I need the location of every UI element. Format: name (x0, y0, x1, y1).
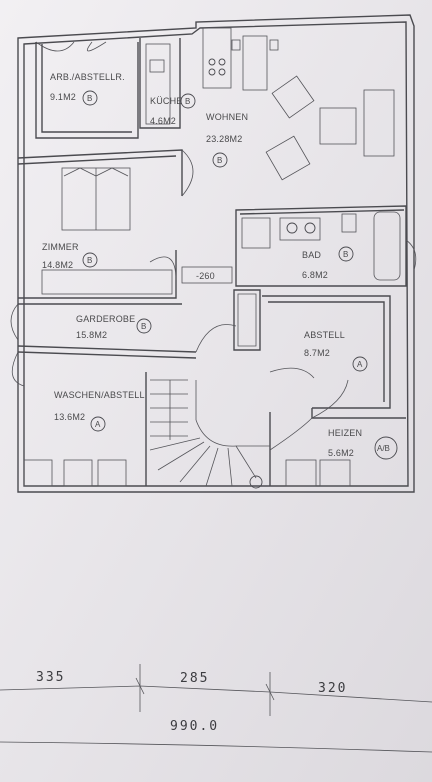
room-area: 4.6M2 (150, 116, 176, 126)
room-wohnen: WOHNEN 23.28M2 B (206, 112, 248, 168)
shower (241, 217, 271, 249)
category-circle (352, 356, 368, 372)
room-name: HEIZEN (328, 428, 362, 438)
armchair (265, 135, 311, 181)
dimension-total: 990.0 (170, 719, 219, 734)
door-swings (10, 41, 417, 451)
wardrobe (41, 269, 173, 295)
level-marker: -260 (181, 266, 233, 284)
room-heizen: HEIZEN 5.6M2 A/B (328, 428, 398, 460)
room-area: 14.8M2 (42, 260, 73, 270)
room-area: 15.8M2 (76, 330, 107, 340)
room-code: B (217, 156, 222, 165)
room-code: A (95, 420, 101, 429)
room-area: 23.28M2 (206, 134, 242, 144)
wash-basin (23, 459, 53, 487)
coffee-table (319, 107, 357, 145)
double-sink (279, 217, 321, 241)
room-code: B (87, 94, 92, 103)
washing-machine (63, 459, 93, 487)
room-abstell: ABSTELL 8.7M2 A (304, 330, 368, 372)
room-arbeiten: ARB./ABSTELLR. 9.1M2 B (50, 72, 125, 106)
dimension-lines: 335 285 320 990.0 (0, 664, 432, 753)
kitchen-counter (145, 43, 171, 125)
category-circle (82, 90, 98, 106)
room-code: A/B (377, 444, 390, 453)
room-garderobe: GARDEROBE 15.8M2 B (76, 314, 152, 340)
room-area: 5.6M2 (328, 448, 354, 458)
room-area: 8.7M2 (304, 348, 330, 358)
category-circle (90, 416, 106, 432)
room-name: WASCHEN/ABSTELL (54, 390, 145, 400)
dimension-segment-1: 335 (36, 670, 65, 685)
furniture (23, 27, 401, 489)
dimension-segment-2: 285 (180, 671, 209, 686)
room-kueche: KÜCHE B 4.6M2 (150, 93, 196, 126)
room-code: B (87, 256, 92, 265)
room-area: 13.6M2 (54, 412, 85, 422)
room-name: GARDEROBE (76, 314, 135, 324)
room-name: KÜCHE (150, 96, 183, 106)
armchair (271, 75, 315, 119)
kitchen-unit (202, 27, 232, 89)
sofa (363, 89, 395, 157)
level-value: -260 (196, 271, 215, 281)
room-zimmer: ZIMMER 14.8M2 B (42, 242, 98, 270)
category-circle (82, 252, 98, 268)
staircase (149, 379, 270, 487)
toilet (341, 213, 357, 233)
interior-walls (17, 38, 407, 486)
room-name: WOHNEN (206, 112, 248, 122)
category-circle (136, 318, 152, 334)
room-labels: ARB./ABSTELLR. 9.1M2 B KÜCHE B 4.6M2 WOH… (42, 72, 398, 460)
room-code: B (185, 97, 190, 106)
category-circle (374, 436, 398, 460)
dryer (97, 459, 127, 487)
room-waschen: WASCHEN/ABSTELL 13.6M2 A (54, 390, 145, 432)
dining-table (242, 35, 268, 91)
category-circle (180, 93, 196, 109)
room-area: 9.1M2 (50, 92, 76, 102)
room-name: ZIMMER (42, 242, 79, 252)
category-circle (338, 246, 354, 262)
room-name: ABSTELL (304, 330, 345, 340)
room-name: BAD (302, 250, 321, 260)
room-code: B (141, 322, 146, 331)
room-area: 6.8M2 (302, 270, 328, 280)
room-code: B (343, 250, 348, 259)
dimension-segment-3: 320 (318, 681, 347, 696)
room-bad: BAD 6.8M2 B (302, 246, 354, 280)
bathtub (373, 211, 401, 281)
room-name: ARB./ABSTELLR. (50, 72, 125, 82)
category-circle (212, 152, 228, 168)
room-code: A (357, 360, 363, 369)
